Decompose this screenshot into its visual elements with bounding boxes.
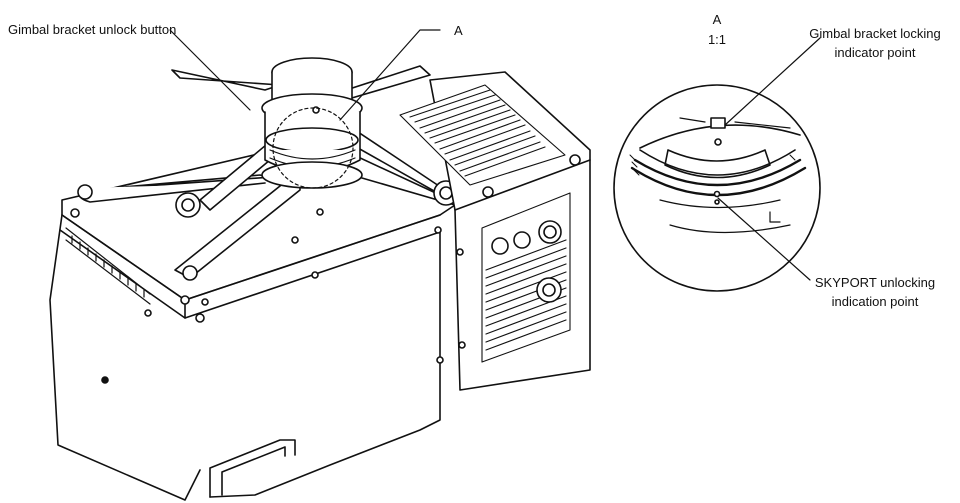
- leader-skyport-indicator: [717, 197, 811, 281]
- label-locking-indicator-line1: Gimbal bracket locking: [809, 26, 941, 41]
- label-detail-marker: A: [454, 23, 463, 38]
- leader-locking-indicator: [724, 37, 821, 126]
- top-grille: [399, 84, 566, 186]
- leader-unlock-button: [169, 29, 251, 111]
- leader-lines: [169, 29, 821, 281]
- rear-connectors: [491, 220, 562, 303]
- label-skyport-unlocking-line2: indication point: [831, 294, 919, 309]
- label-gimbal-unlock-button: Gimbal bracket unlock button: [8, 22, 177, 37]
- detail-marker-circle: [272, 107, 354, 189]
- detail-view-circle: [613, 84, 821, 292]
- bottom-handle: [209, 439, 296, 498]
- label-locking-indicator-line2: indicator point: [834, 45, 916, 60]
- detail-scale: 1:1: [707, 32, 727, 47]
- gimbal-dome: [261, 57, 363, 189]
- leader-marker-a: [339, 29, 441, 121]
- body-screws: [70, 208, 444, 384]
- side-vent-row: [65, 227, 151, 305]
- label-skyport-unlocking-line1: SKYPORT unlocking: [814, 275, 936, 290]
- payload-main-body: [49, 149, 456, 501]
- rear-module: [399, 71, 591, 391]
- detail-title: A: [712, 12, 722, 27]
